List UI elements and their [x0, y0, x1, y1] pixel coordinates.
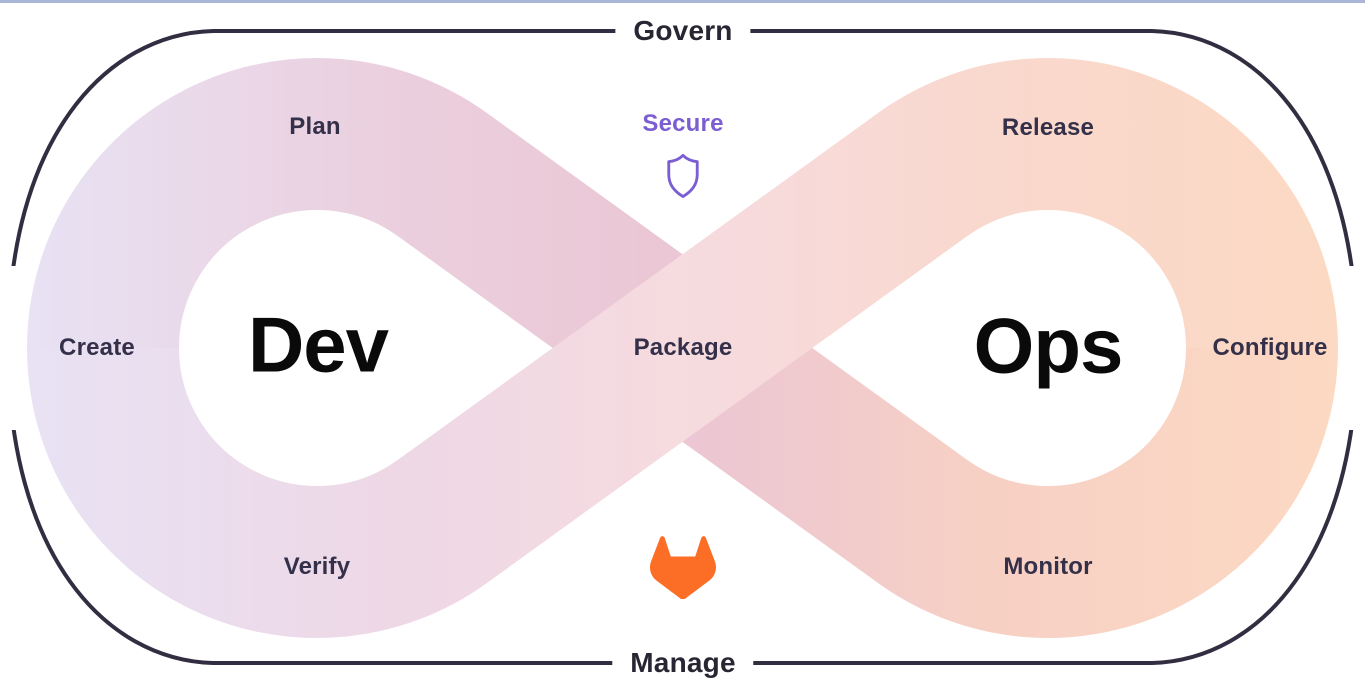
- infinity-band-over: [27, 58, 1338, 638]
- stage-label-verify: Verify: [283, 553, 351, 580]
- govern-label: Govern: [615, 15, 751, 47]
- top-border-strip: [0, 0, 1365, 3]
- ops-label: Ops: [973, 301, 1124, 390]
- stage-label-plan: Plan: [289, 113, 341, 140]
- stage-label-monitor: Monitor: [1003, 553, 1093, 580]
- stage-label-release: Release: [1001, 114, 1095, 141]
- outer-outline-path: [5, 29, 1360, 665]
- stage-label-configure: Configure: [1212, 334, 1328, 361]
- outline-gap-left: [0, 266, 23, 430]
- manage-label: Manage: [612, 647, 754, 679]
- stage-label-create: Create: [59, 334, 135, 361]
- gitlab-fox-logo-icon: [649, 535, 717, 600]
- dev-label: Dev: [247, 300, 389, 389]
- shield-icon: [663, 153, 703, 199]
- stage-label-package: Package: [633, 334, 733, 361]
- outline-gap-right: [1342, 266, 1365, 430]
- stage-label-secure: Secure: [642, 110, 724, 137]
